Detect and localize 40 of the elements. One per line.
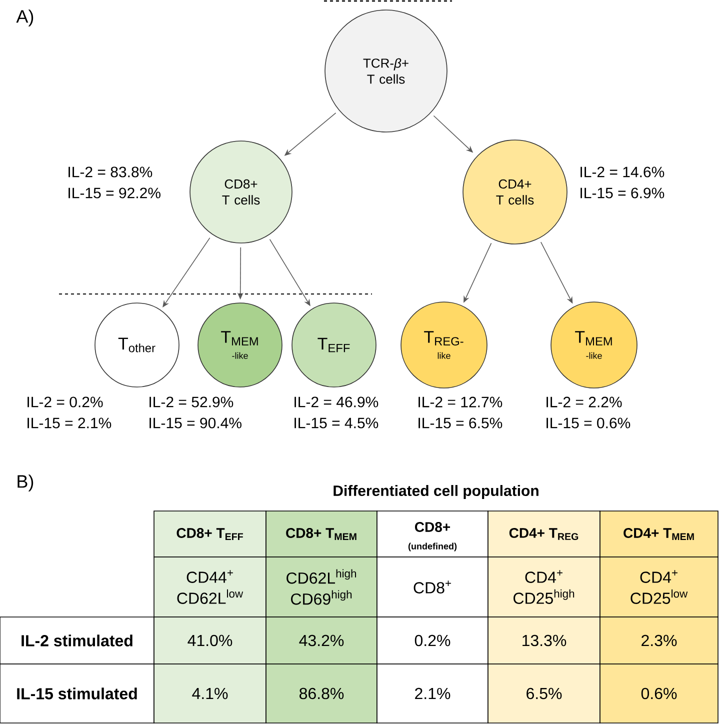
percentage-label: IL-15 = 4.5% bbox=[294, 418, 378, 428]
table-cell: CD8+ (undefined) bbox=[376, 510, 488, 558]
percentage-label: IL-2 = 0.2% bbox=[28, 396, 103, 408]
percentage-label: IL-2 = 52.9% bbox=[150, 396, 234, 408]
percentage-label: IL-15 = 92.2% bbox=[68, 188, 160, 198]
percentage-label: IL-2 = 46.9% bbox=[294, 396, 378, 408]
percentage-label: IL-2 = 14.6% bbox=[580, 166, 664, 178]
table-cell: CD8+ T$_{MEM}$ bbox=[266, 510, 378, 558]
percentage-label: IL-2 = 12.7% bbox=[418, 396, 502, 408]
table-cell: 6.5% bbox=[488, 664, 600, 724]
panel-label: B) bbox=[18, 474, 34, 492]
percentage-label: IL-15 = 6.5% bbox=[418, 418, 502, 428]
table-cell: 2.3% bbox=[600, 616, 718, 664]
table-cell: CD8+ T$_{EFF}$ bbox=[154, 510, 266, 558]
table-cell: 86.8% bbox=[266, 664, 378, 724]
percentage-label: IL-15 = 90.4% bbox=[150, 418, 242, 428]
table-cell: CD8$^{+}$ bbox=[376, 556, 488, 618]
table-cell: IL-15 stimulated bbox=[0, 664, 154, 724]
table-cell: CD4+ T$_{MEM}$ bbox=[600, 510, 718, 558]
table-cell: 0.2% bbox=[376, 616, 488, 664]
percentage-label: IL-15 = 0.6% bbox=[546, 418, 630, 428]
percentage-label: IL-15 = 2.1% bbox=[28, 418, 112, 428]
arrow bbox=[162, 237, 210, 308]
table-cell: CD4$^{+}$ CD25$^{high}$ bbox=[488, 556, 600, 618]
table-cell: IL-2 stimulated bbox=[0, 616, 154, 664]
table-cell: 0.6% bbox=[600, 664, 718, 724]
table-title: Differentiated cell population bbox=[334, 485, 538, 499]
table-cell: CD62L$^{high}$ CD69$^{high}$ bbox=[266, 556, 378, 618]
table-cell: 2.1% bbox=[376, 664, 488, 724]
panel-label: A) bbox=[16, 10, 34, 26]
table-cell: CD4+ T$_{REG}$ bbox=[488, 510, 600, 558]
table-cell: 43.2% bbox=[266, 616, 378, 664]
percentage-label: IL-2 = 83.8% bbox=[68, 166, 152, 178]
table-cell: CD4$^{+}$ CD25$^{low}$ bbox=[600, 556, 718, 618]
table-cell: 41.0% bbox=[154, 616, 266, 664]
percentage-label: IL-2 = 2.2% bbox=[546, 396, 622, 408]
percentage-label: IL-15 = 6.9% bbox=[580, 188, 664, 198]
table-cell: 4.1% bbox=[154, 664, 266, 724]
table-cell: 13.3% bbox=[488, 616, 600, 664]
table-cell: CD44$^{+}$ CD62L$^{low}$ bbox=[154, 556, 266, 618]
